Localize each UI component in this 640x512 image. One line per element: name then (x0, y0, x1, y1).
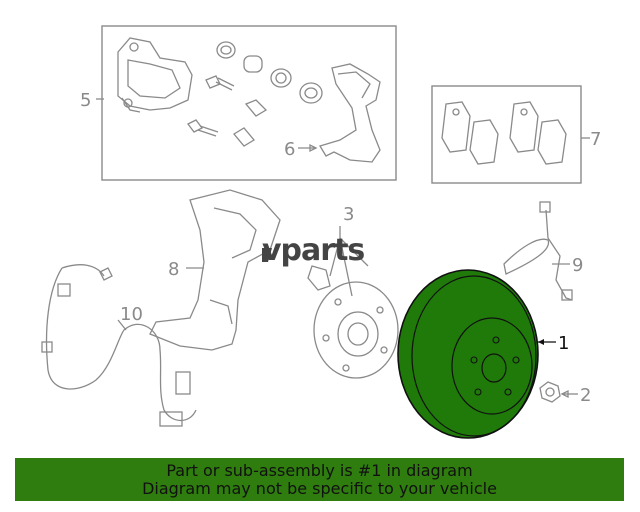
pads-box (431, 85, 582, 184)
caliper-bracket (319, 63, 381, 163)
abs-sensor (503, 201, 573, 301)
caliper-hardware (187, 41, 323, 147)
callout-1: 1 (558, 333, 569, 354)
brake-rotor (397, 269, 539, 439)
vparts-logo (262, 248, 272, 262)
callout-5: 5 (80, 90, 91, 111)
callout-8: 8 (168, 259, 179, 280)
banner-line-1: Part or sub-assembly is #1 in diagram (166, 460, 473, 480)
callout-7: 7 (590, 129, 601, 150)
v-logo-mark-icon (262, 248, 272, 262)
caliper-kit-box (101, 25, 397, 181)
info-banner: Part or sub-assembly is #1 in diagram Di… (15, 458, 624, 501)
callout-2: 2 (580, 385, 591, 406)
dust-shield (149, 189, 281, 351)
banner-line-2: Diagram may not be specific to your vehi… (142, 478, 497, 498)
sensor-harness (41, 264, 197, 427)
callout-10: 10 (120, 304, 143, 325)
brake-pads (441, 101, 567, 165)
callout-6: 6 (284, 139, 295, 160)
callout-3: 3 (343, 204, 354, 225)
hub-nut (539, 381, 561, 403)
caliper-body (117, 37, 193, 113)
vparts-logo-text: vparts (262, 233, 365, 268)
wheel-hub (307, 265, 399, 379)
callout-9: 9 (572, 255, 583, 276)
